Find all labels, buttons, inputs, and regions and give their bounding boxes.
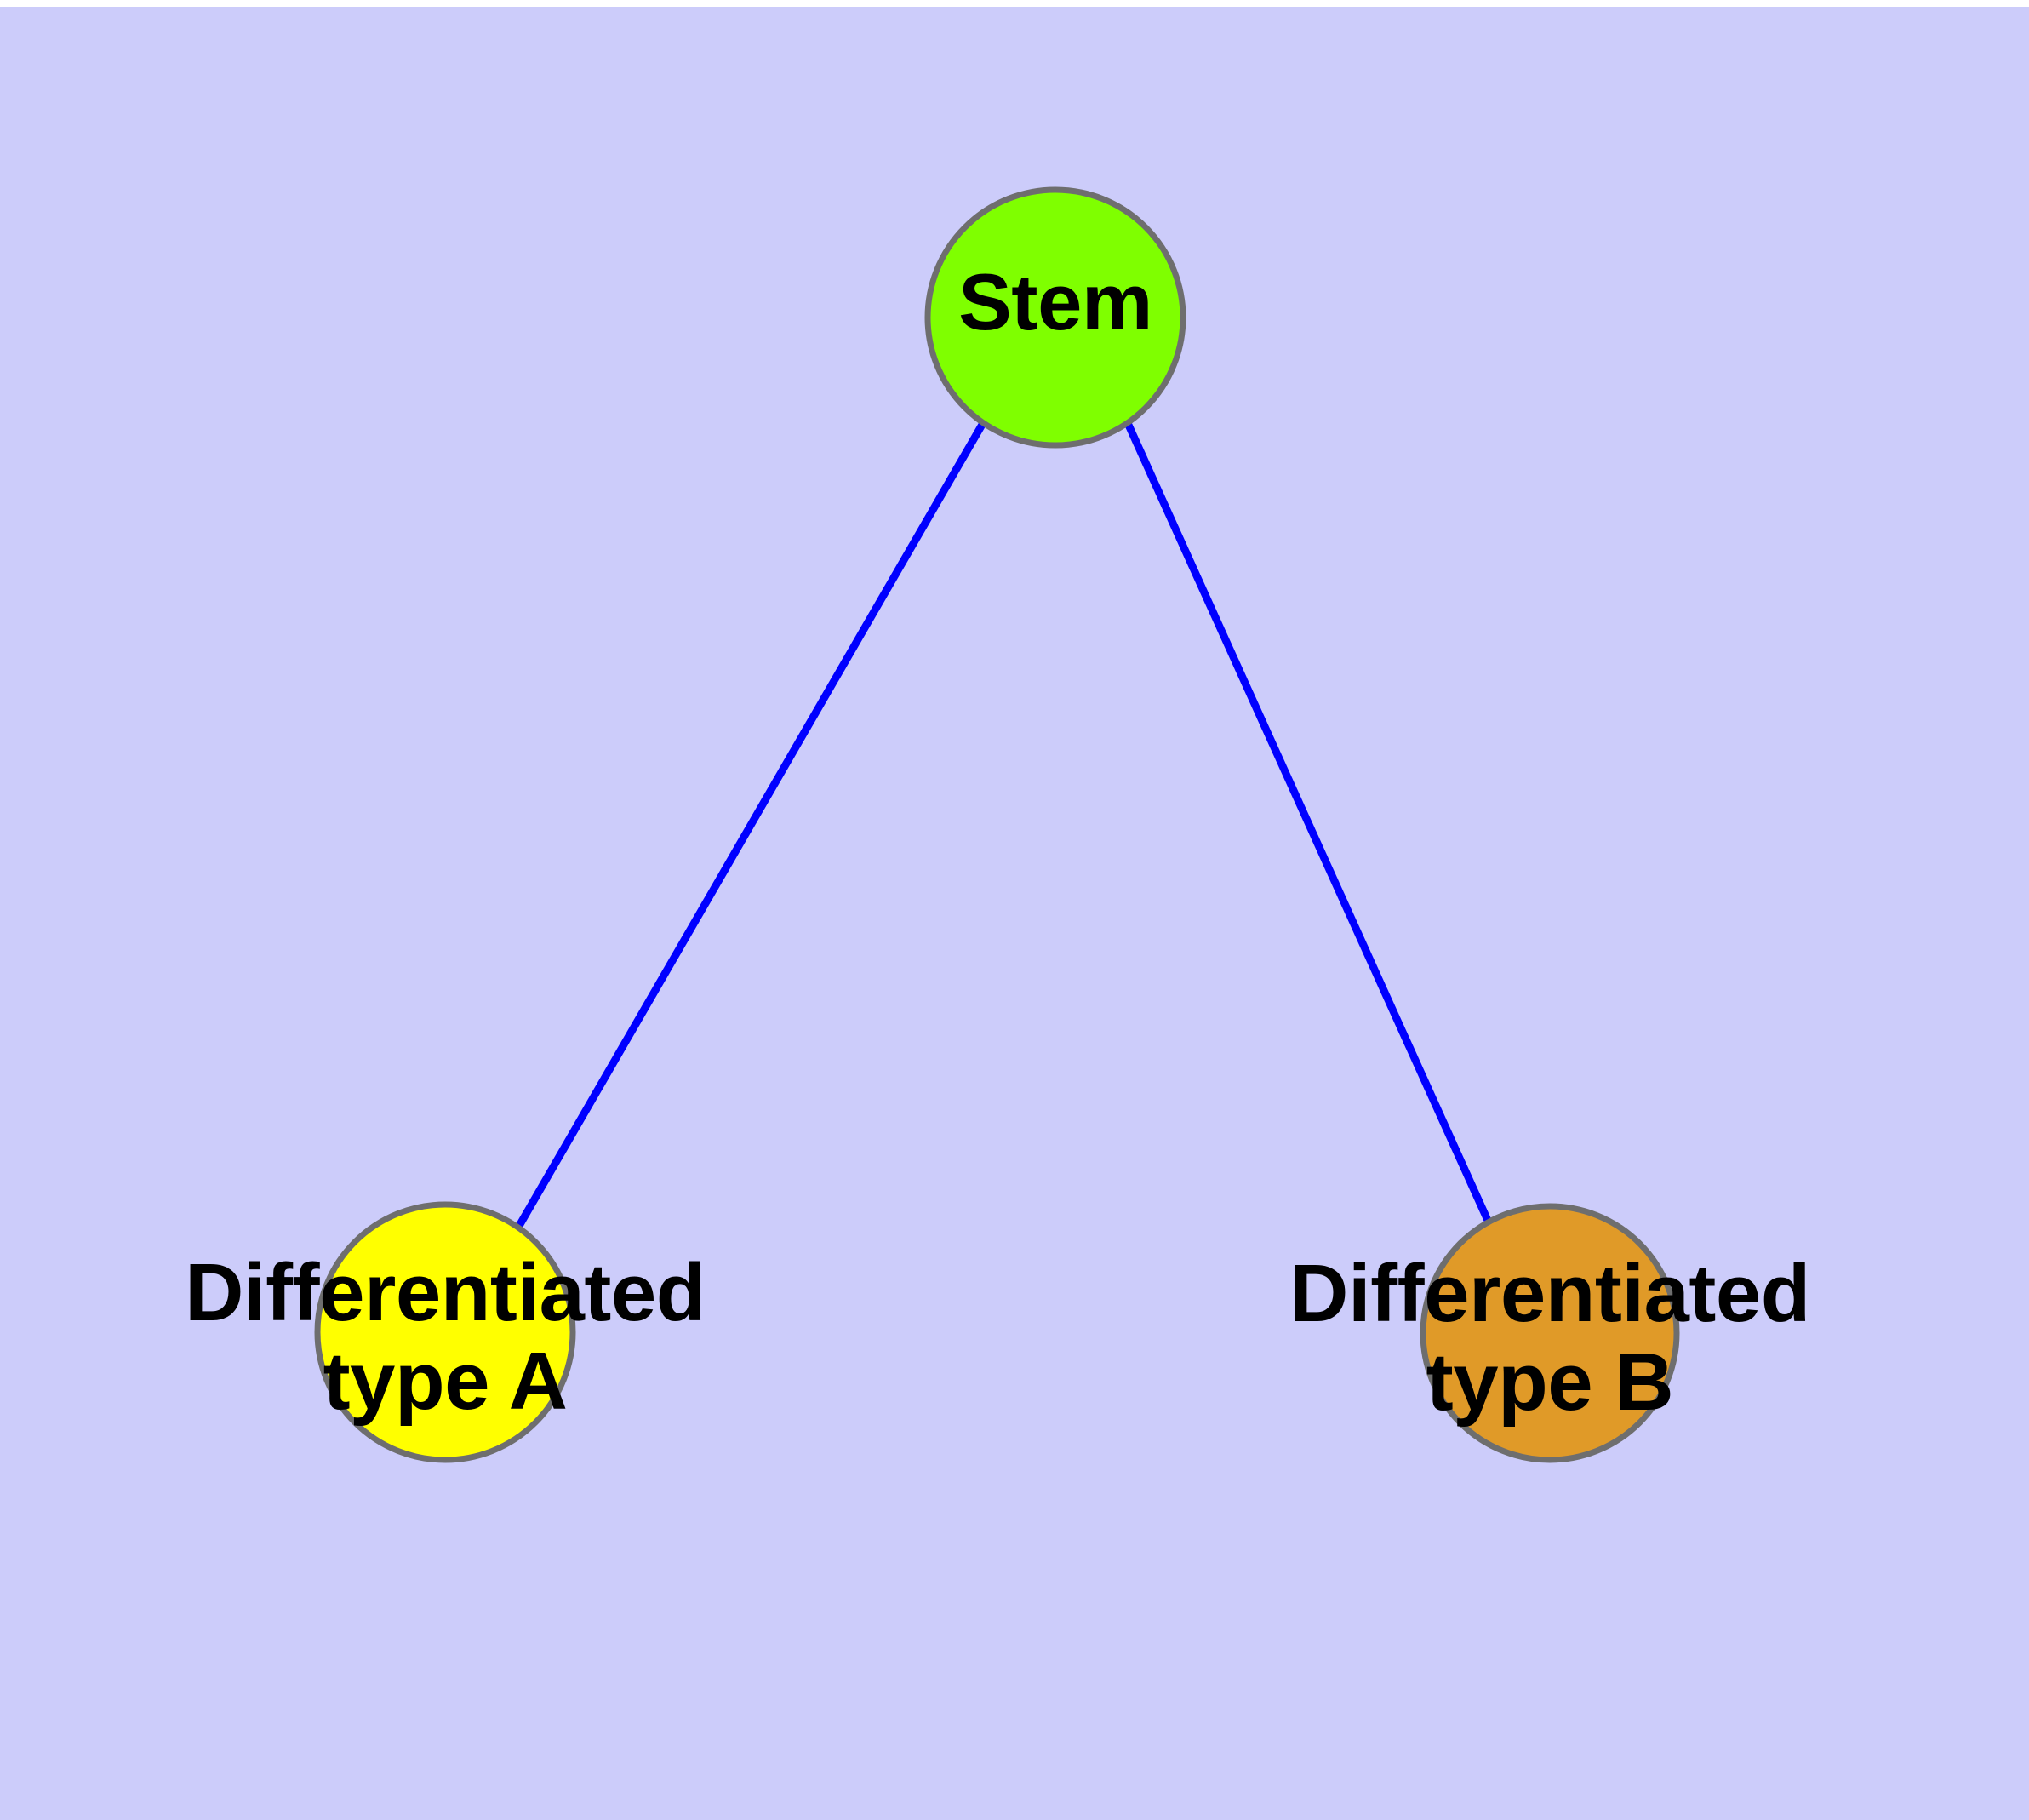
node-stem[interactable]	[924, 186, 1186, 449]
node-differentiated-type-b[interactable]	[1420, 1203, 1680, 1463]
edge-stem-to-differentiated-type-b[interactable]	[1123, 421, 1494, 1226]
node-layer	[314, 186, 1680, 1463]
edge-stem-to-differentiated-type-a[interactable]	[516, 421, 986, 1228]
edge-layer	[516, 421, 1494, 1228]
node-differentiated-type-a[interactable]	[314, 1201, 576, 1463]
